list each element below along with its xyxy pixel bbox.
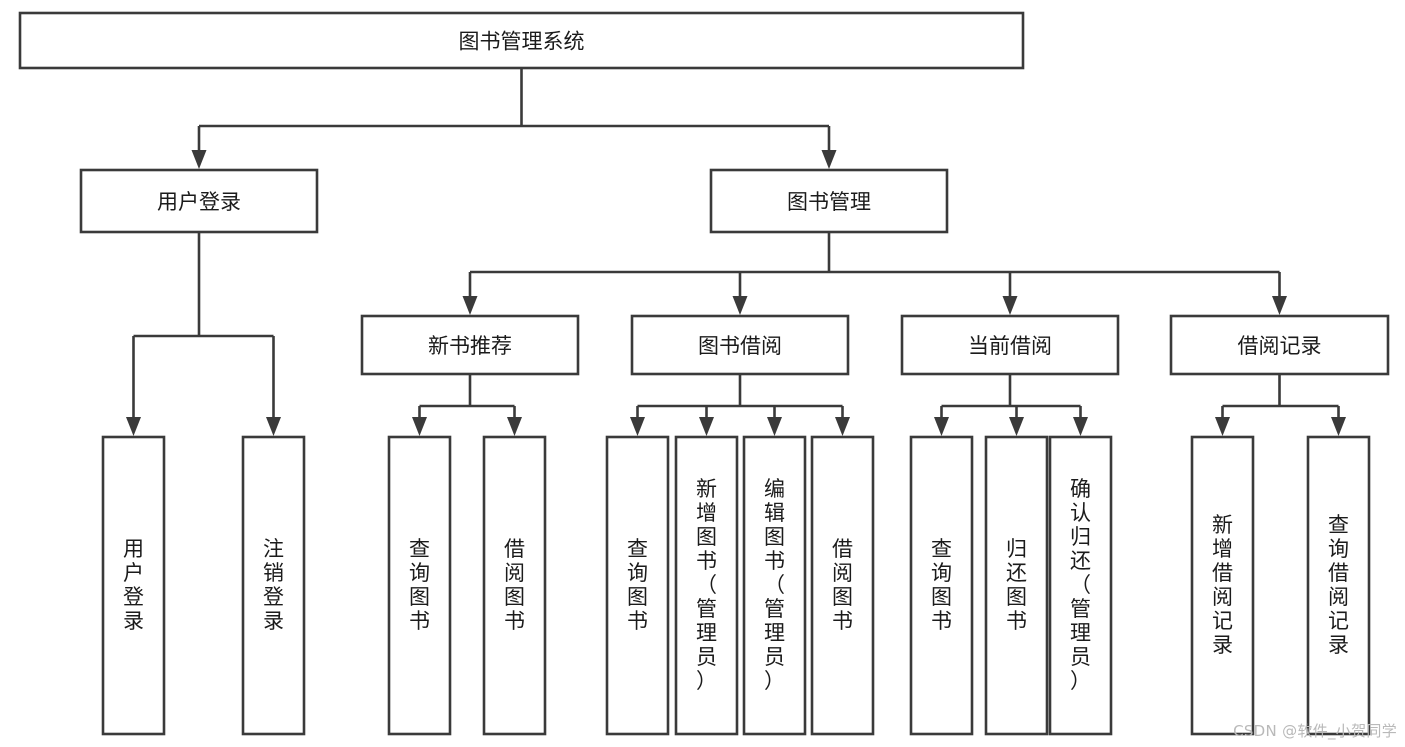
- connector-lines: [126, 68, 1346, 436]
- arrow-head-icon: [821, 150, 837, 169]
- node-label-leaf-query-record: 查询借阅记录: [1328, 513, 1349, 657]
- arrow-head-icon: [412, 417, 427, 436]
- node-box-root[interactable]: [18, 11, 1025, 70]
- node-box-book-manage[interactable]: [709, 168, 949, 234]
- node-label-leaf-add-record: 新增借阅记录: [1212, 513, 1233, 657]
- arrow-head-icon: [1331, 417, 1346, 436]
- node-label-current-borrow: 当前借阅: [968, 334, 1052, 358]
- node-label-leaf-borrow-book-2: 借阅图书: [832, 537, 853, 633]
- node-label-book-manage: 图书管理: [787, 190, 871, 214]
- node-label-leaf-query-book-2: 查询图书: [627, 537, 648, 633]
- node-box-new-book-rec[interactable]: [360, 314, 580, 376]
- node-box-leaf-user-login[interactable]: [101, 435, 166, 736]
- node-box-leaf-query-book-1[interactable]: [387, 435, 452, 736]
- node-label-leaf-add-book: 新增图书（管理员）: [696, 477, 717, 693]
- node-label-user-login: 用户登录: [157, 190, 241, 214]
- node-label-leaf-return-book: 归还图书: [1006, 537, 1027, 633]
- node-box-leaf-query-book-3[interactable]: [909, 435, 974, 736]
- node-label-new-book-rec: 新书推荐: [428, 334, 512, 358]
- node-box-user-login[interactable]: [79, 168, 319, 234]
- arrow-head-icon: [126, 417, 141, 436]
- node-boxes: [18, 11, 1390, 736]
- node-box-leaf-query-record[interactable]: [1306, 435, 1371, 736]
- arrow-head-icon: [266, 417, 281, 436]
- node-box-leaf-add-book[interactable]: [674, 435, 739, 736]
- node-box-book-borrow[interactable]: [630, 314, 850, 376]
- node-box-leaf-edit-book[interactable]: [742, 435, 807, 736]
- node-label-leaf-query-book-1: 查询图书: [409, 537, 430, 633]
- arrow-head-icon: [732, 296, 748, 315]
- arrow-head-icon: [1009, 417, 1024, 436]
- node-box-current-borrow[interactable]: [900, 314, 1120, 376]
- node-label-leaf-user-login: 用户登录: [123, 537, 144, 633]
- arrow-head-icon: [699, 417, 714, 436]
- node-box-leaf-query-book-2[interactable]: [605, 435, 670, 736]
- node-box-leaf-borrow-book-1[interactable]: [482, 435, 547, 736]
- watermark-text: CSDN @软件_小贺同学: [1233, 722, 1397, 740]
- arrow-head-icon: [767, 417, 782, 436]
- node-label-borrow-record: 借阅记录: [1238, 334, 1322, 358]
- arrow-head-icon: [1002, 296, 1018, 315]
- node-label-leaf-borrow-book-1: 借阅图书: [504, 537, 525, 633]
- node-label-leaf-user-logout: 注销登录: [263, 537, 284, 633]
- arrow-head-icon: [191, 150, 207, 169]
- node-label-root: 图书管理系统: [459, 30, 585, 54]
- node-box-leaf-confirm-return[interactable]: [1048, 435, 1113, 736]
- node-label-leaf-confirm-return: 确认归还（管理员）: [1070, 477, 1091, 693]
- arrow-head-icon: [934, 417, 949, 436]
- node-box-leaf-borrow-book-2[interactable]: [810, 435, 875, 736]
- arrow-head-icon: [507, 417, 522, 436]
- arrow-head-icon: [835, 417, 850, 436]
- node-label-book-borrow: 图书借阅: [698, 334, 782, 358]
- arrow-head-icon: [1272, 296, 1287, 315]
- node-box-borrow-record[interactable]: [1169, 314, 1390, 376]
- node-box-leaf-add-record[interactable]: [1190, 435, 1255, 736]
- arrow-head-icon: [462, 296, 478, 315]
- node-box-leaf-return-book[interactable]: [984, 435, 1049, 736]
- arrow-head-icon: [630, 417, 645, 436]
- arrow-head-icon: [1073, 417, 1088, 436]
- node-label-leaf-edit-book: 编辑图书（管理员）: [764, 477, 785, 693]
- node-labels: 图书管理系统用户登录图书管理新书推荐图书借阅当前借阅借阅记录用户登录注销登录查询…: [123, 30, 1349, 694]
- node-box-leaf-user-logout[interactable]: [241, 435, 306, 736]
- node-label-leaf-query-book-3: 查询图书: [931, 537, 952, 633]
- arrow-head-icon: [1215, 417, 1230, 436]
